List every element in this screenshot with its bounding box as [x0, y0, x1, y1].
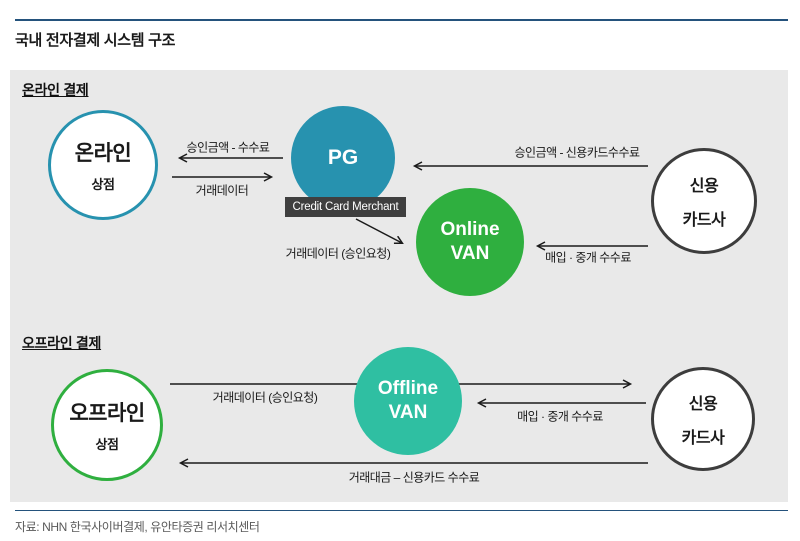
flow-label-payment-minus-fee: 거래대금 – 신용카드 수수료 [348, 470, 480, 485]
bottom-divider [15, 510, 788, 511]
flow-label-online-txdata-request: 거래데이터 (승인요청) [285, 246, 391, 261]
offline-merchant-title: 오프라인 [69, 402, 145, 425]
online-merchant-node: 온라인 상점 [48, 110, 158, 220]
offline-card-company-subtitle: 카드사 [681, 430, 725, 447]
online-card-company-node: 신용 카드사 [651, 148, 757, 254]
flow-label-amount-minus-fee: 승인금액 - 수수료 [186, 140, 270, 155]
online-merchant-subtitle: 상점 [91, 177, 115, 192]
online-van-node: Online VAN [416, 188, 524, 296]
flow-label-online-acquiring-fee: 매입 · 중개 수수료 [545, 250, 631, 265]
offline-van-node: Offline VAN [354, 347, 462, 455]
top-divider [15, 19, 788, 21]
online-card-company-title: 신용 [689, 178, 719, 195]
flow-label-amount-card-fee: 승인금액 - 신용카드수수료 [514, 145, 640, 160]
pg-credit-card-merchant-badge: Credit Card Merchant [285, 197, 406, 217]
offline-card-company-node: 신용 카드사 [651, 367, 755, 471]
flow-label-offline-txdata-request: 거래데이터 (승인요청) [212, 390, 318, 405]
pg-title: PG [327, 146, 359, 169]
offline-merchant-node: 오프라인 상점 [51, 369, 163, 481]
offline-section-header: 오프라인 결제 [22, 335, 102, 351]
source-note: 자료: NHN 한국사이버결제, 유안타증권 리서치센터 [15, 520, 260, 534]
offline-card-company-title: 신용 [688, 396, 718, 413]
online-section-header: 온라인 결제 [22, 82, 89, 98]
online-card-company-subtitle: 카드사 [682, 212, 726, 229]
offline-van-title: Offline [377, 378, 439, 400]
online-merchant-title: 온라인 [74, 142, 132, 165]
offline-van-subtitle: VAN [388, 402, 428, 423]
page-title: 국내 전자결제 시스템 구조 [15, 32, 176, 49]
online-van-title: Online [440, 219, 500, 241]
offline-merchant-subtitle: 상점 [95, 437, 119, 452]
pg-node: PG [291, 106, 395, 210]
flow-label-txdata: 거래데이터 [195, 183, 249, 198]
flow-label-offline-acquiring-fee: 매입 · 중개 수수료 [517, 409, 603, 424]
online-van-subtitle: VAN [450, 243, 490, 264]
